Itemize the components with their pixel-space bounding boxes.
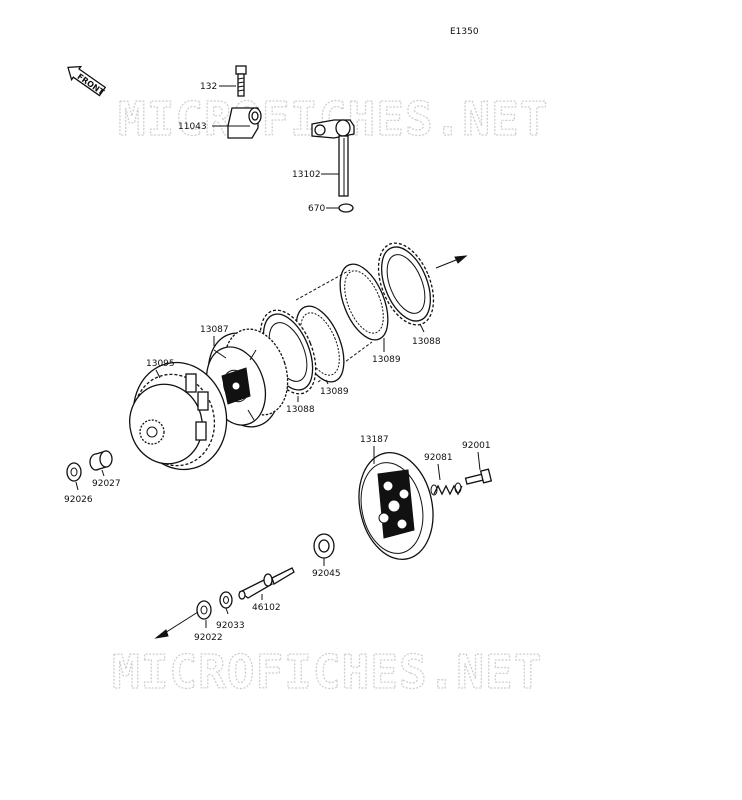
bracket-11043: [227, 107, 262, 139]
label-13102: 13102: [292, 170, 321, 180]
bearing-92045: [313, 533, 335, 559]
washer-92026: [66, 462, 82, 482]
friction-plate-13088-right: [377, 242, 435, 326]
axis-arrow-upper-icon: [454, 255, 468, 264]
axis-arrow-lower-icon: [154, 629, 169, 639]
label-13089-left: 13089: [320, 387, 349, 397]
label-670: 670: [308, 204, 325, 214]
sleeve-92027: [89, 450, 113, 471]
steel-plate-13089-right: [339, 263, 389, 341]
label-13095: 13095: [146, 359, 175, 369]
label-11043: 11043: [178, 122, 207, 132]
washer-92033: [219, 591, 233, 609]
push-rod-46102: [238, 567, 295, 600]
label-92033: 92033: [216, 621, 245, 631]
label-46102: 46102: [252, 603, 281, 613]
spring-92081: [430, 482, 463, 496]
label-13087: 13087: [200, 325, 229, 335]
front-arrow-icon: FRONT: [67, 65, 107, 97]
clutch-housing-13095: [129, 361, 228, 471]
release-shaft-13102: [311, 119, 355, 197]
label-92026: 92026: [64, 495, 93, 505]
label-13089-right: 13089: [372, 355, 401, 365]
label-13088-right: 13088: [412, 337, 441, 347]
washer-92022: [196, 600, 212, 620]
o-ring-670: [338, 203, 354, 213]
label-132: 132: [200, 82, 217, 92]
bolt-132: [235, 65, 247, 97]
label-13187: 13187: [360, 435, 389, 445]
label-92001: 92001: [462, 441, 491, 451]
label-92027: 92027: [92, 479, 121, 489]
diagram-code: E1350: [450, 27, 479, 37]
guide-line-top: [295, 269, 351, 301]
watermark-bottom: MICROFICHES.NET: [112, 645, 542, 699]
label-92081: 92081: [424, 453, 453, 463]
bolt-92001: [464, 468, 493, 485]
label-92045: 92045: [312, 569, 341, 579]
label-92022: 92022: [194, 633, 223, 643]
label-13088-left: 13088: [286, 405, 315, 415]
pressure-plate-13187: [358, 452, 434, 560]
